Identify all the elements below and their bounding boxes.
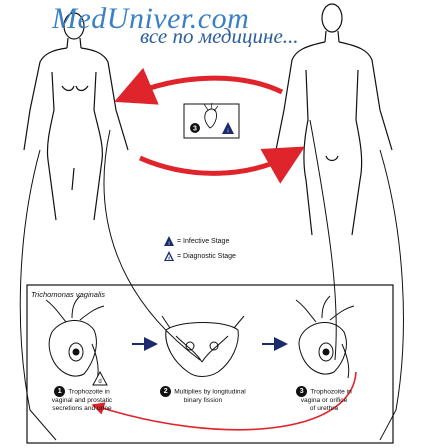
legend-infective: i = Infective Stage [164,236,229,246]
stages-panel [26,284,394,444]
inset-stage-box: 3 i [183,102,240,139]
step-2-number: 2 [160,386,172,397]
svg-text:i: i [227,129,228,135]
step-1-number: 1 [54,386,66,397]
svg-text:d: d [98,379,101,385]
cycle-return-arrow [91,371,357,431]
watermark-site: MedUniver.com [52,2,250,35]
infective-triangle-icon: i [164,236,174,246]
transmission-arrow-to-male [138,146,306,184]
legend-diagnostic-label: = Diagnostic Stage [177,252,236,260]
diagnostic-triangle-icon: d [164,251,174,261]
species-title: Trichomonas vaginalis [31,290,106,299]
legend-diagnostic: d = Diagnostic Stage [164,251,236,261]
transmission-arrow-to-female [114,67,284,105]
svg-text:i: i [168,241,169,246]
female-figure-icon [23,12,129,221]
step-3-number: 3 [296,386,308,397]
watermark-tagline: все по медицине... [140,24,299,48]
legend-infective-label: = Infective Stage [177,237,230,245]
inset-step-number: 3 [193,126,197,133]
trophozoite-icon [295,295,355,379]
trophozoite-icon [45,295,108,386]
male-figure-icon [275,3,393,236]
infective-triangle-icon [222,122,234,134]
diagnostic-triangle-icon [92,370,108,386]
dividing-trophozoite-icon [161,315,245,377]
svg-text:d: d [168,256,171,261]
